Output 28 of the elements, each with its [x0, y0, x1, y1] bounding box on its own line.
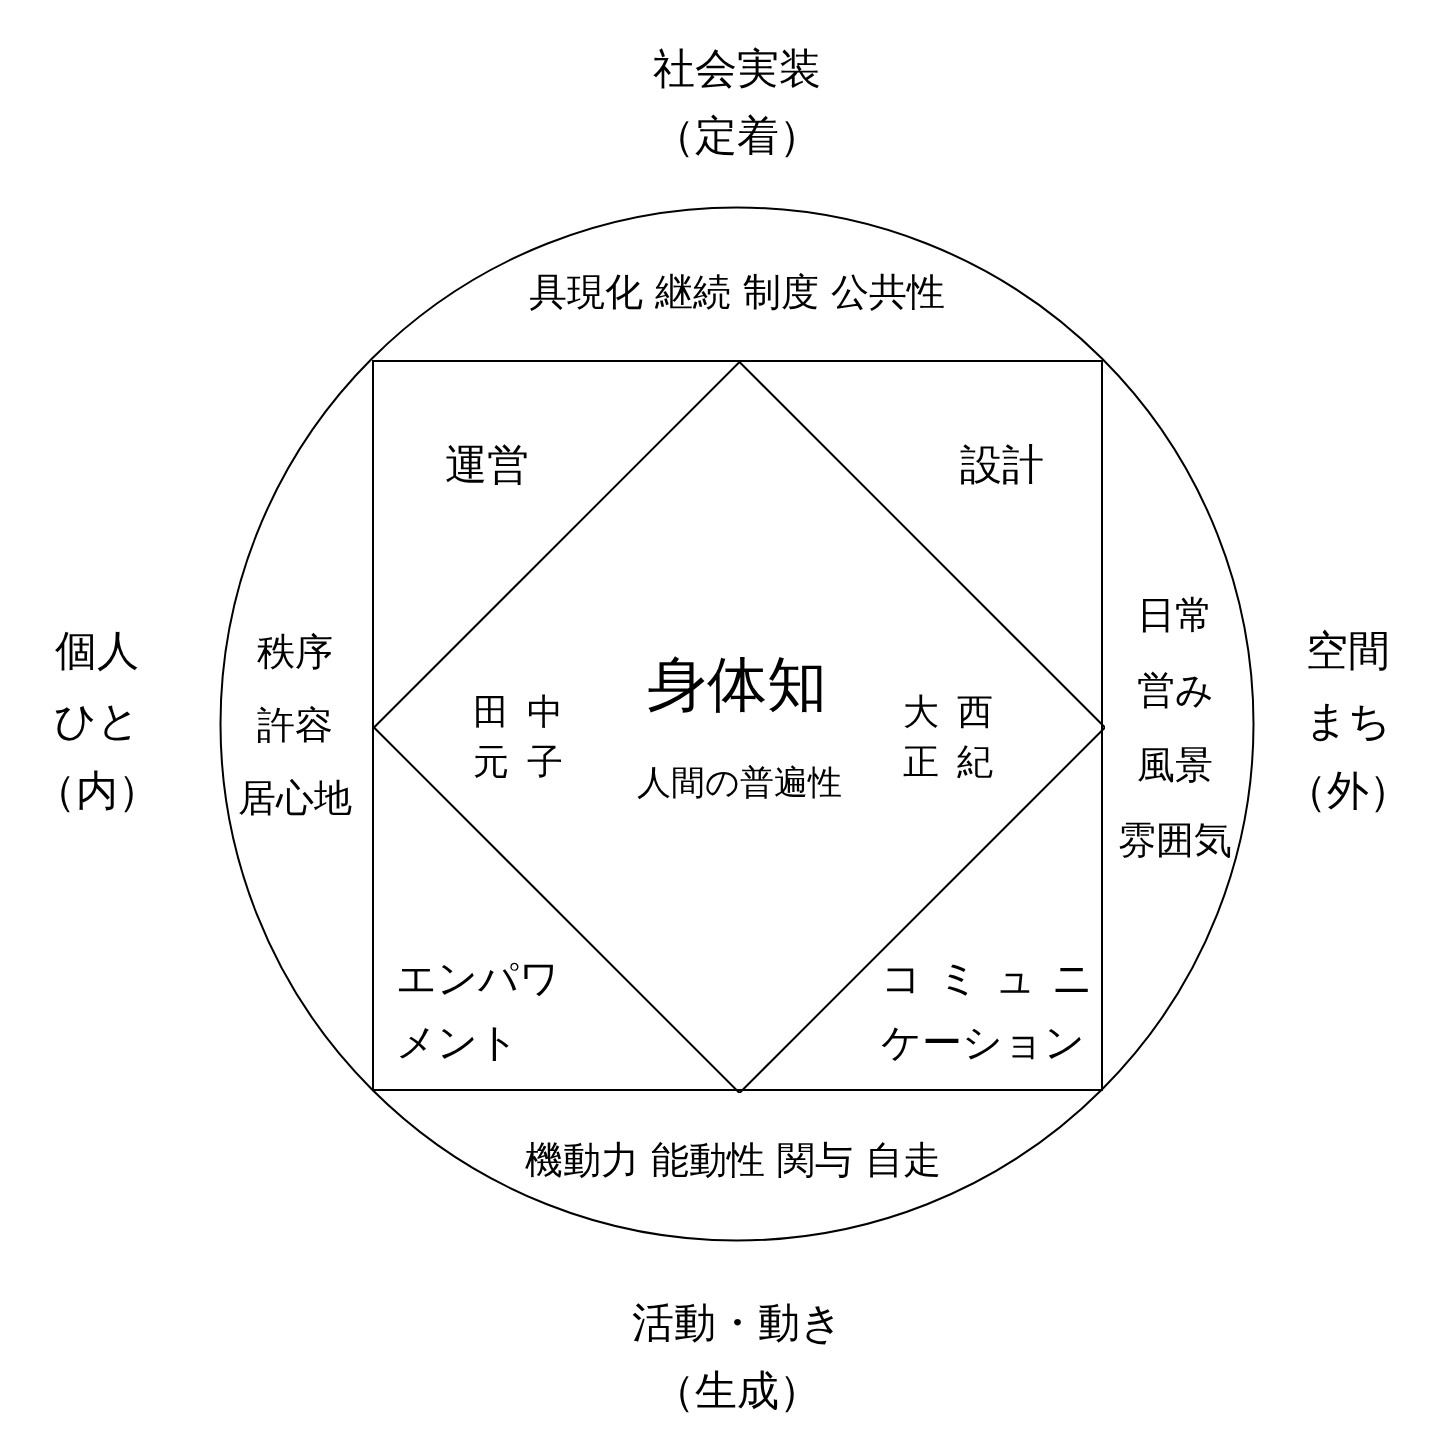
- corner-label: 運営: [445, 438, 529, 491]
- axis-label: ひと: [54, 694, 140, 747]
- center-title: 身体知: [647, 648, 827, 721]
- corner-label: エンパワメント: [396, 954, 561, 1067]
- keyword: 営み: [1136, 666, 1214, 714]
- person-name: 田中元子: [473, 689, 582, 784]
- person-name: 大西正紀: [903, 689, 1012, 784]
- axis-label: まち: [1305, 694, 1391, 747]
- keyword: 居心地: [238, 774, 352, 822]
- axis-label: （生成）: [653, 1364, 821, 1417]
- circle-outline: [219, 206, 1255, 1242]
- keyword-row-text: 具現化 継続 制度 公共性: [528, 268, 946, 316]
- keyword: 秩序: [257, 628, 333, 676]
- keyword: 風景: [1137, 741, 1213, 789]
- center-subtitle: 人間の普遍性: [636, 760, 842, 804]
- keyword: 日常: [1137, 591, 1213, 639]
- axis-label: 活動・動き: [631, 1296, 843, 1349]
- corner-label: コミュニケーション: [881, 954, 1093, 1067]
- axis-label: 個人: [55, 624, 139, 677]
- axis-label: 空間: [1306, 624, 1390, 677]
- axis-label: 社会実装: [653, 42, 821, 95]
- keyword: 許容: [257, 701, 333, 749]
- axis-label: （外）: [1285, 764, 1411, 817]
- keyword: 雰囲気: [1118, 816, 1232, 864]
- axis-label: （定着）: [653, 109, 821, 162]
- keyword-row-text: 機動力 能動性 関与 自走: [524, 1136, 942, 1184]
- corner-label: 設計: [960, 438, 1044, 491]
- axis-label: （内）: [34, 764, 160, 817]
